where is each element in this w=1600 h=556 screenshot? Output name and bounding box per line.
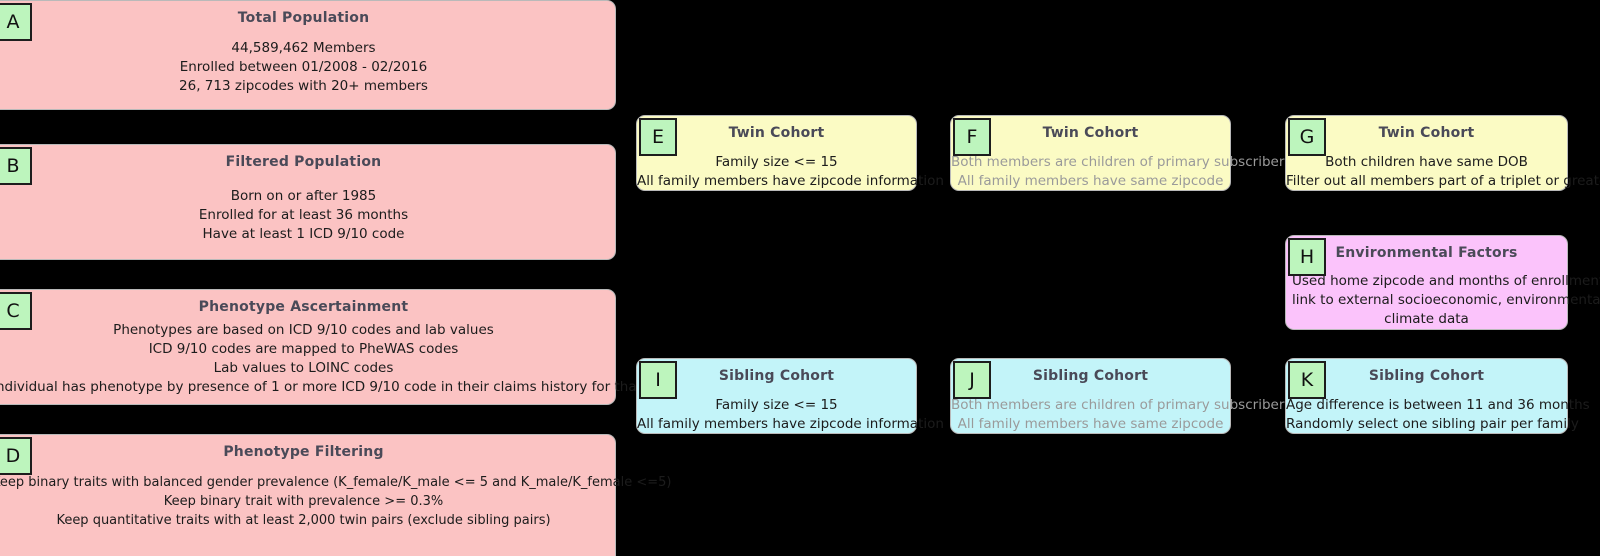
panel-title-i: Sibling Cohort (718, 368, 835, 384)
panel-i-line-1: Family size <= 15 (715, 397, 838, 413)
panel-j-line-2: All family members have same zipcode (957, 416, 1224, 432)
panel-b-line-1: Born on or after 1985 (230, 188, 377, 204)
panel-title-b: Filtered Population (225, 154, 382, 170)
panel-body-k: Age difference is between 11 and 36 mont… (1286, 396, 1590, 434)
panel-b-line-2: Enrolled for at least 36 months (198, 207, 409, 223)
panel-j-sibling-cohort: J Sibling Cohort Both members are childr… (950, 358, 1285, 434)
panel-title-a: Total Population (237, 10, 370, 26)
panel-k-line-2: Randomly select one sibling pair per fam… (1286, 416, 1579, 432)
panel-body-c: Phenotypes are based on ICD 9/10 codes a… (0, 321, 739, 397)
panel-body-h: Used home zipcode and months of enrollme… (1286, 272, 1600, 329)
panel-title-k: Sibling Cohort (1368, 368, 1485, 384)
panel-a-line-3: 26, 713 zipcodes with 20+ members (179, 78, 428, 94)
panel-h-line-3: climate data (1384, 311, 1469, 327)
panel-body-d: Keep binary traits with balanced gender … (0, 473, 672, 530)
panel-d-line-3: Keep quantitative traits with at least 2… (56, 513, 551, 528)
panel-title-f: Twin Cohort (1042, 125, 1139, 141)
panel-c-line-2: ICD 9/10 codes are mapped to PheWAS code… (148, 341, 459, 357)
panel-badge-i: I (639, 361, 677, 399)
panel-i-sibling-cohort: I Sibling Cohort Family size <= 15 All f… (636, 358, 944, 434)
panel-d-line-2: Keep binary trait with prevalence >= 0.3… (163, 494, 444, 509)
panel-e-line-2: All family members have zipcode informat… (637, 173, 944, 189)
panel-body-f: Both members are children of primary sub… (951, 153, 1285, 191)
panel-a-line-2: Enrolled between 01/2008 - 02/2016 (179, 59, 428, 75)
panel-d-line-1: Keep binary traits with balanced gender … (0, 475, 672, 490)
panel-f-line-1: Both members are children of primary sub… (951, 154, 1285, 170)
panel-title-j: Sibling Cohort (1032, 368, 1149, 384)
panel-k-line-1: Age difference is between 11 and 36 mont… (1286, 397, 1590, 413)
panel-g-line-2: Filter out all members part of a triplet… (1286, 173, 1600, 189)
panel-i-line-2: All family members have zipcode informat… (637, 416, 944, 432)
panel-badge-b: B (0, 147, 32, 185)
panel-body-g: Both children have same DOB Filter out a… (1286, 153, 1600, 191)
panel-badge-j: J (953, 361, 991, 399)
panel-f-twin-cohort: F Twin Cohort Both members are children … (950, 115, 1285, 191)
panel-title-h: Environmental Factors (1335, 245, 1518, 261)
panel-d-phenotype-filtering: D Phenotype Filtering Keep binary traits… (0, 434, 672, 556)
panel-badge-f: F (953, 118, 991, 156)
panel-badge-d: D (0, 437, 32, 475)
panel-c-line-1: Phenotypes are based on ICD 9/10 codes a… (113, 322, 494, 338)
panel-h-line-2: link to external socioeconomic, environm… (1292, 292, 1600, 308)
panel-c-line-4: Individual has phenotype by presence of … (0, 379, 739, 395)
panel-body-i: Family size <= 15 All family members hav… (637, 396, 944, 434)
panel-badge-c: C (0, 292, 32, 330)
panel-body-a: 44,589,462 Members Enrolled between 01/2… (0, 39, 615, 96)
panel-f-line-2: All family members have same zipcode (957, 173, 1224, 189)
panel-body-e: Family size <= 15 All family members hav… (637, 153, 944, 191)
panel-badge-k: K (1288, 361, 1326, 399)
panel-title-g: Twin Cohort (1378, 125, 1475, 141)
panel-e-twin-cohort: E Twin Cohort Family size <= 15 All fami… (636, 115, 944, 191)
panel-badge-a: A (0, 3, 32, 41)
panel-b-line-3: Have at least 1 ICD 9/10 code (202, 226, 405, 242)
panel-b-filtered-population: B Filtered Population Born on or after 1… (0, 144, 616, 260)
panel-h-environmental-factors: H Environmental Factors Used home zipcod… (1285, 235, 1600, 330)
panel-title-e: Twin Cohort (728, 125, 825, 141)
panel-a-line-1: 44,589,462 Members (231, 40, 376, 56)
panel-c-line-3: Lab values to LOINC codes (213, 360, 394, 376)
panel-g-twin-cohort: G Twin Cohort Both children have same DO… (1285, 115, 1600, 191)
panel-a-total-population: A Total Population 44,589,462 Members En… (0, 0, 616, 110)
panel-badge-g: G (1288, 118, 1326, 156)
panel-k-sibling-cohort: K Sibling Cohort Age difference is betwe… (1285, 358, 1590, 434)
panel-c-phenotype-ascertainment: C Phenotype Ascertainment Phenotypes are… (0, 289, 739, 405)
panel-body-j: Both members are children of primary sub… (951, 396, 1285, 434)
panel-badge-e: E (639, 118, 677, 156)
panel-h-line-1: Used home zipcode and months of enrollme… (1292, 273, 1600, 289)
panel-title-d: Phenotype Filtering (223, 444, 384, 460)
panel-body-b: Born on or after 1985 Enrolled for at le… (0, 187, 615, 244)
panel-title-c: Phenotype Ascertainment (198, 299, 409, 315)
panel-g-line-1: Both children have same DOB (1325, 154, 1528, 170)
panel-badge-h: H (1288, 238, 1326, 276)
panel-j-line-1: Both members are children of primary sub… (951, 397, 1285, 413)
panel-e-line-1: Family size <= 15 (715, 154, 838, 170)
